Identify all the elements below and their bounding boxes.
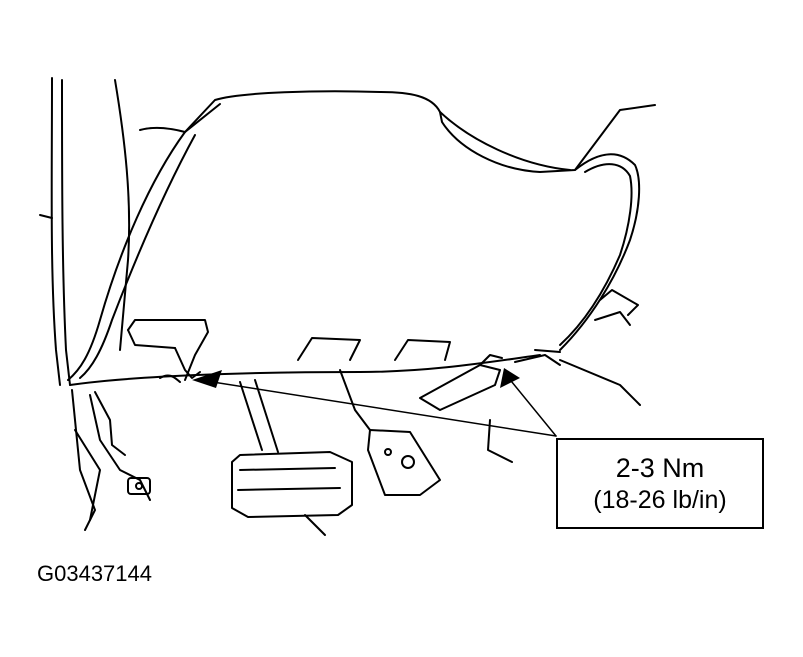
left-clip-bracket xyxy=(127,319,209,383)
center-bracket xyxy=(297,337,441,496)
torque-value-lbin: (18-26 lb/in) xyxy=(593,485,727,514)
a-pillar xyxy=(39,77,131,386)
lower-left-structure xyxy=(71,389,151,531)
torque-callout-box: 2-3 Nm (18-26 lb/in) xyxy=(556,438,764,529)
arrow-icon xyxy=(192,368,520,388)
right-side-structure xyxy=(514,289,641,406)
instrument-panel-cover xyxy=(67,90,656,386)
right-bracket xyxy=(394,339,513,463)
torque-value-nm: 2-3 Nm xyxy=(615,452,705,483)
leader-lines xyxy=(199,375,557,437)
pedal-icon xyxy=(231,379,353,536)
figure-id: G03437144 xyxy=(37,561,152,586)
